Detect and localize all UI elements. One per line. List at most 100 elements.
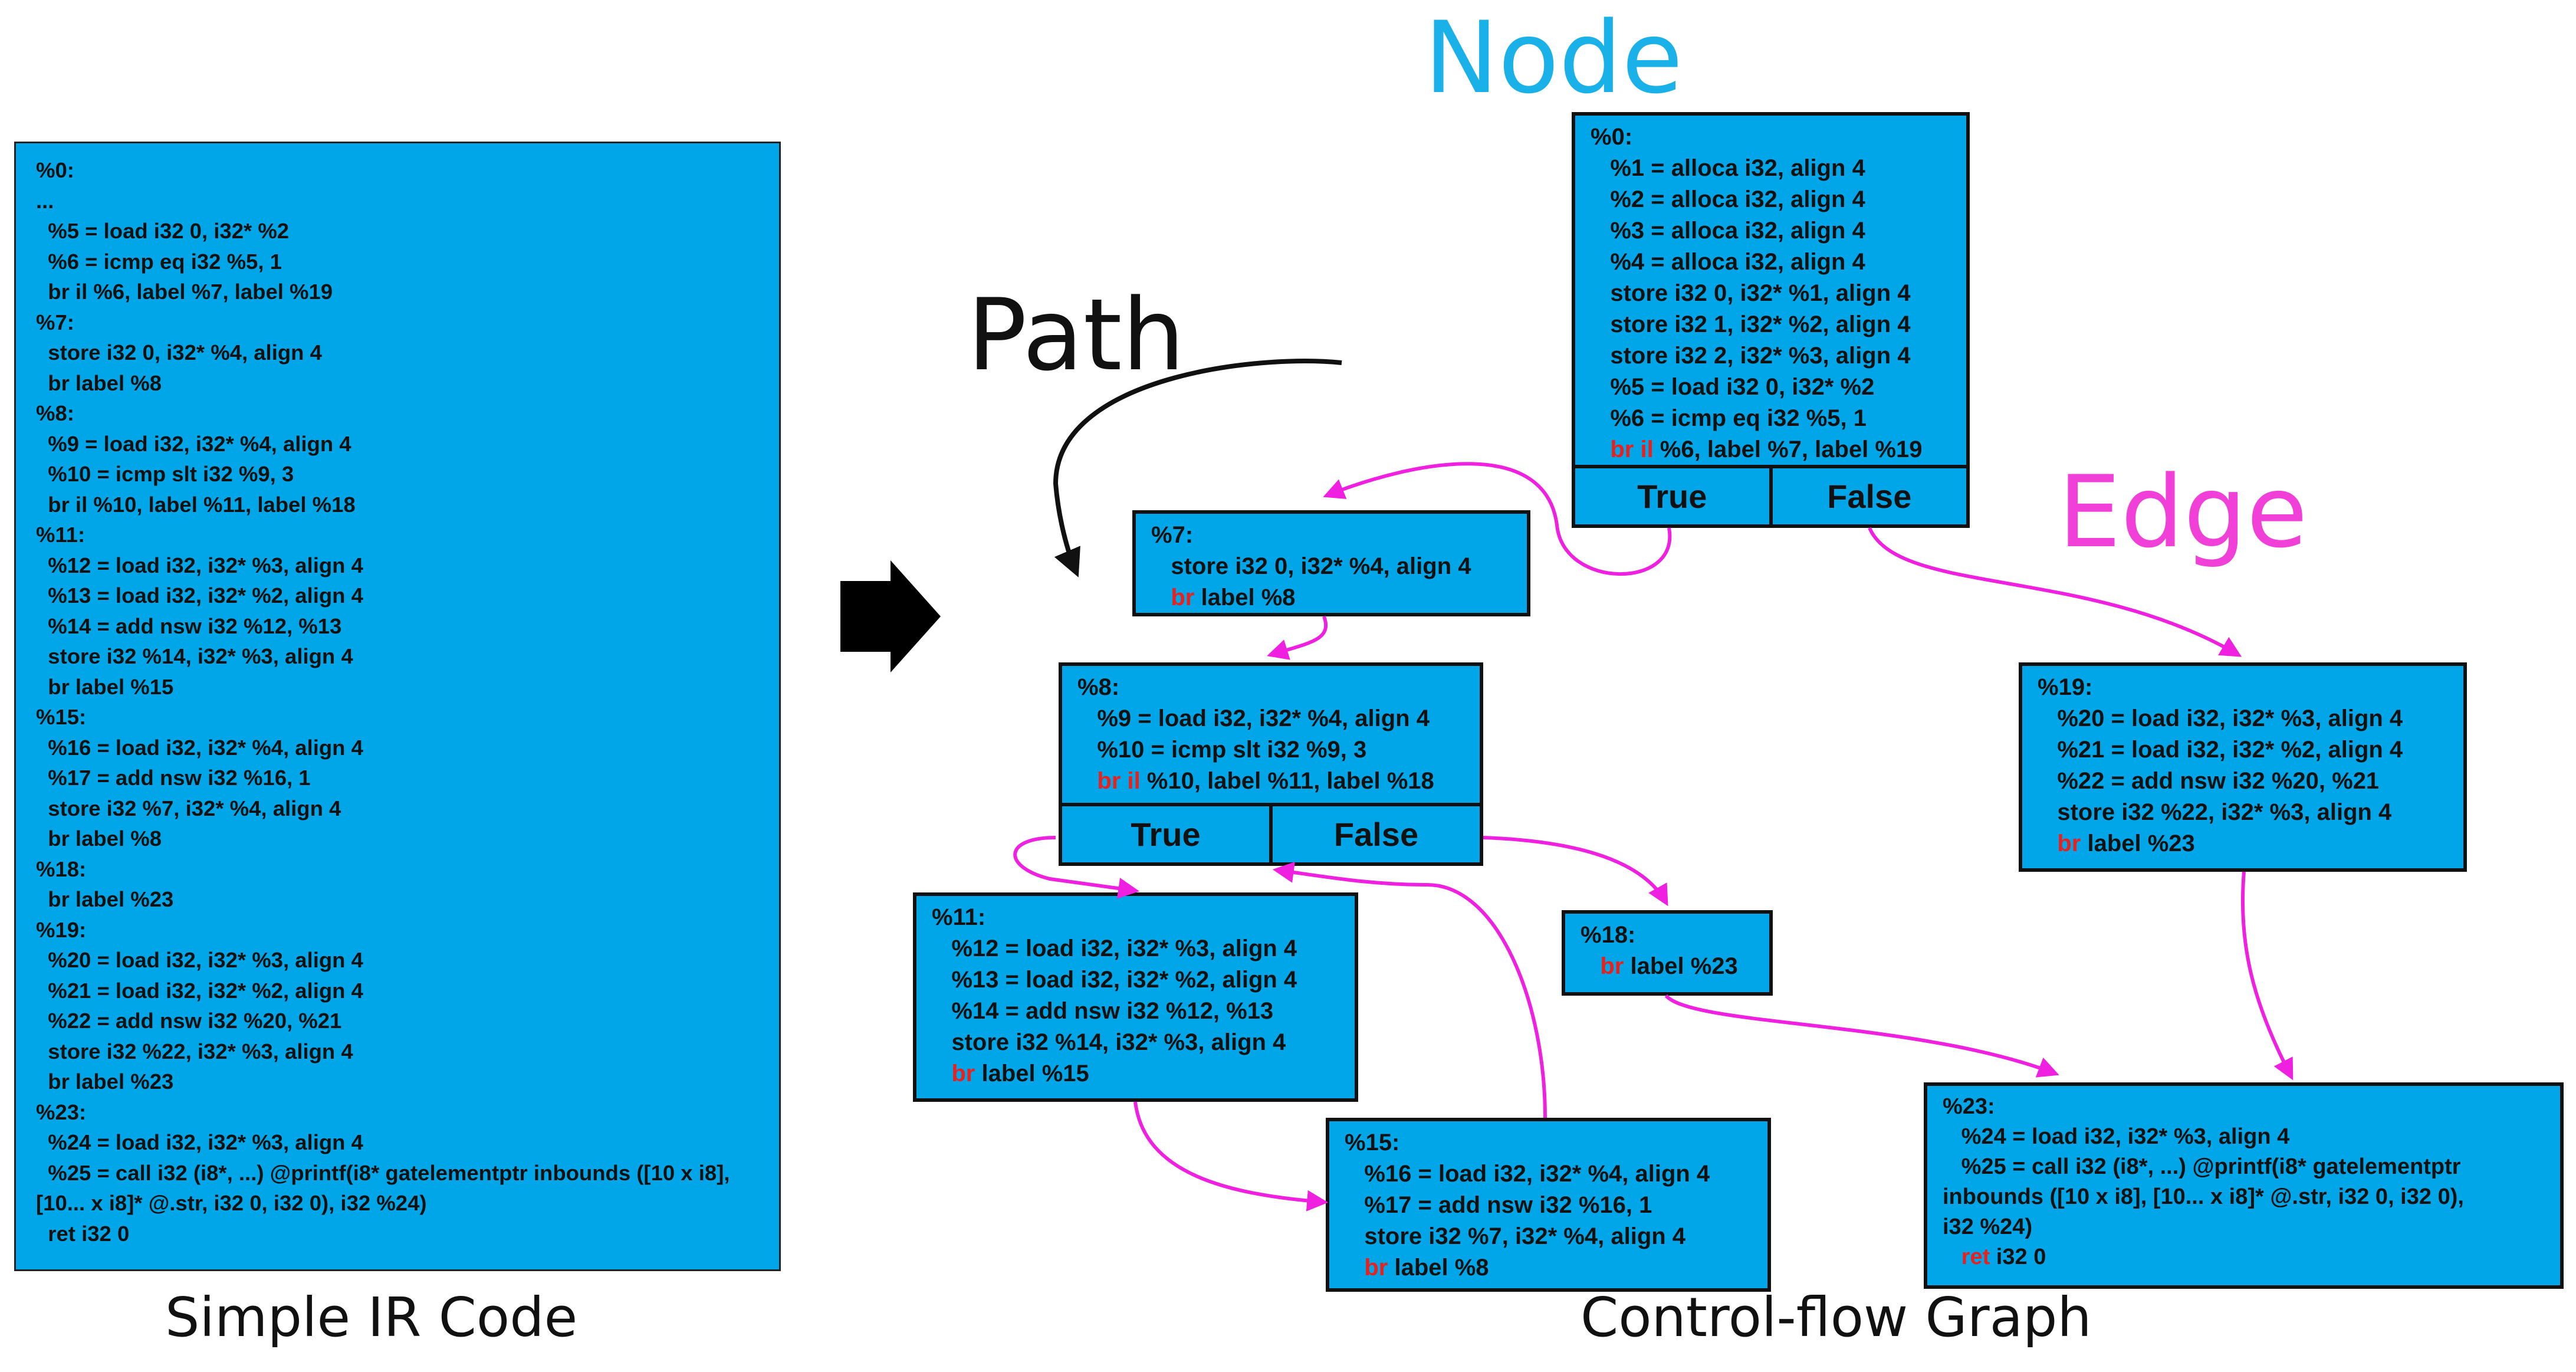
edge-7-to-8	[1267, 615, 1328, 660]
node-code-line: store i32 %22, i32* %3, align 4	[2038, 797, 2448, 828]
node-code-text: %0:	[1591, 124, 1633, 150]
node-code-text: %3 = alloca i32, align 4	[1591, 218, 1865, 244]
node-code-line: br il %6, label %7, label %19	[1591, 434, 1951, 465]
node-code-text: %12 = load i32, i32* %3, align 4	[932, 936, 1297, 961]
ir-code-line: %10 = icmp slt i32 %9, 3	[36, 462, 294, 486]
node-8-false-branch: False	[1269, 806, 1480, 862]
node-code-text: %19:	[2038, 674, 2093, 700]
node-code-text: %10, label %11, label %18	[1140, 768, 1434, 794]
node-code-line: br label %23	[1581, 951, 1754, 982]
ir-code-line: %5 = load i32 0, i32* %2	[36, 219, 290, 243]
node-code-line: %24 = load i32, i32* %3, align 4	[1943, 1122, 2545, 1152]
node-code-line: br label %23	[2038, 828, 2448, 859]
node-code-text: %21 = load i32, i32* %2, align 4	[2038, 737, 2403, 763]
node-code-text: store i32 0, i32* %4, align 4	[1151, 553, 1471, 579]
ir-code-line: %13 = load i32, i32* %2, align 4	[36, 583, 363, 608]
path-heading: Path	[967, 277, 1185, 393]
ir-code-line: br il %6, label %7, label %19	[36, 280, 333, 304]
node-code-text: %18:	[1581, 922, 1636, 948]
node-code-line: store i32 %14, i32* %3, align 4	[932, 1027, 1339, 1058]
edge-18-to-23	[1664, 994, 2059, 1078]
node-code-text: label %23	[1624, 953, 1738, 979]
branch-keyword: br	[1581, 953, 1624, 979]
node-18: %18: br label %23	[1562, 910, 1773, 996]
branch-keyword: br	[2038, 831, 2081, 856]
branch-keyword: br	[1151, 585, 1195, 610]
node-code-text: %6, label %7, label %19	[1653, 436, 1923, 462]
node-code-line: %12 = load i32, i32* %3, align 4	[932, 933, 1339, 964]
ir-code-line: [10... x i8]* @.str, i32 0, i32 0), i32 …	[36, 1191, 427, 1215]
node-code-text: %17 = add nsw i32 %16, 1	[1345, 1192, 1652, 1218]
edge-19-to-23	[2240, 871, 2294, 1081]
ir-code-line: %24 = load i32, i32* %3, align 4	[36, 1130, 363, 1154]
node-code-text: %5 = load i32 0, i32* %2	[1591, 374, 1875, 400]
ir-code-line: br label %8	[36, 826, 162, 851]
ir-code-line: %17 = add nsw i32 %16, 1	[36, 766, 311, 790]
node-code-text: label %8	[1194, 585, 1296, 610]
node-code-line: store i32 2, i32* %3, align 4	[1591, 340, 1951, 372]
node-code-text: %13 = load i32, i32* %2, align 4	[932, 967, 1297, 993]
node-code-line: %4 = alloca i32, align 4	[1591, 247, 1951, 278]
node-code-text: %20 = load i32, i32* %3, align 4	[2038, 705, 2403, 731]
node-code-text: %24 = load i32, i32* %3, align 4	[1943, 1124, 2290, 1149]
node-code-text: label %15	[975, 1061, 1089, 1087]
ir-code-line: %6 = icmp eq i32 %5, 1	[36, 249, 282, 274]
node-code-text: inbounds ([10 x i8], [10... x i8]* @.str…	[1943, 1184, 2464, 1209]
ir-code-line: %15:	[36, 705, 87, 729]
edge-15-to-8	[1272, 861, 1547, 1118]
node-code-text: i32 0	[1990, 1245, 2046, 1269]
node-code-text: %6 = icmp eq i32 %5, 1	[1591, 405, 1867, 431]
ir-code-line: %8:	[36, 401, 74, 425]
node-code-text: %4 = alloca i32, align 4	[1591, 249, 1865, 275]
node-code-line: %10 = icmp slt i32 %9, 3	[1077, 734, 1464, 766]
node-code-line: %22 = add nsw i32 %20, %21	[2038, 766, 2448, 797]
ir-code-line: br label %15	[36, 674, 174, 699]
ir-code-line: %11:	[36, 523, 86, 547]
node-code-line: %13 = load i32, i32* %2, align 4	[932, 964, 1339, 996]
edge-0-false-to-19	[1868, 527, 2242, 657]
ir-code-line: store i32 %14, i32* %3, align 4	[36, 644, 353, 668]
node-code-text: store i32 %22, i32* %3, align 4	[2038, 799, 2392, 825]
ir-code-panel: %0:... %5 = load i32 0, i32* %2 %6 = icm…	[14, 142, 781, 1271]
node-code-line: %1 = alloca i32, align 4	[1591, 153, 1951, 184]
node-code-line: br label %15	[932, 1058, 1339, 1089]
branch-keyword: br il	[1591, 436, 1654, 462]
ir-code-line: ret i32 0	[36, 1221, 130, 1246]
ir-code-line: %19:	[36, 917, 87, 942]
node-code-line: %20 = load i32, i32* %3, align 4	[2038, 703, 2448, 734]
node-code-line: ret i32 0	[1943, 1242, 2545, 1272]
edge-heading: Edge	[2058, 454, 2308, 570]
node-code-line: br label %8	[1151, 582, 1512, 613]
edge-8-false-to-18	[1483, 836, 1668, 907]
node-code-line: %16 = load i32, i32* %4, align 4	[1345, 1158, 1752, 1190]
node-code-text: label %8	[1388, 1255, 1489, 1281]
node-code-text: %9 = load i32, i32* %4, align 4	[1077, 705, 1430, 731]
node-code-line: br il %10, label %11, label %18	[1077, 766, 1464, 797]
node-code-line: %6 = icmp eq i32 %5, 1	[1591, 403, 1951, 434]
ir-code-line: store i32 %7, i32* %4, align 4	[36, 796, 341, 820]
node-code-line: %0:	[1591, 122, 1951, 153]
node-0-false-branch: False	[1769, 468, 1967, 524]
node-code-line: %7:	[1151, 520, 1512, 551]
branch-keyword: br	[932, 1061, 975, 1087]
ir-code-line: %21 = load i32, i32* %2, align 4	[36, 978, 363, 1003]
ir-code-line: br label %23	[36, 887, 174, 911]
node-7: %7: store i32 0, i32* %4, align 4 br lab…	[1132, 510, 1530, 616]
node-code-line: %25 = call i32 (i8*, ...) @printf(i8* ga…	[1943, 1152, 2545, 1182]
ir-code-line: ...	[36, 188, 54, 213]
ir-code-line: store i32 %22, i32* %3, align 4	[36, 1039, 353, 1064]
ir-code-line: br il %10, label %11, label %18	[36, 492, 356, 517]
node-code-text: %1 = alloca i32, align 4	[1591, 155, 1865, 181]
node-code-text: %25 = call i32 (i8*, ...) @printf(i8* ga…	[1943, 1154, 2461, 1179]
ir-code-line: %7:	[36, 310, 74, 334]
node-8: %8: %9 = load i32, i32* %4, align 4 %10 …	[1059, 662, 1483, 866]
node-code-line: %8:	[1077, 672, 1464, 703]
node-code-line: i32 %24)	[1943, 1212, 2545, 1242]
ir-code-line: %12 = load i32, i32* %3, align 4	[36, 553, 363, 577]
cfg-caption: Control-flow Graph	[1581, 1286, 2092, 1349]
branch-keyword: br	[1345, 1255, 1388, 1281]
ir-code-line: %23:	[36, 1099, 87, 1124]
node-code-text: label %23	[2081, 831, 2195, 856]
ir-code-line: br label %23	[36, 1069, 174, 1094]
